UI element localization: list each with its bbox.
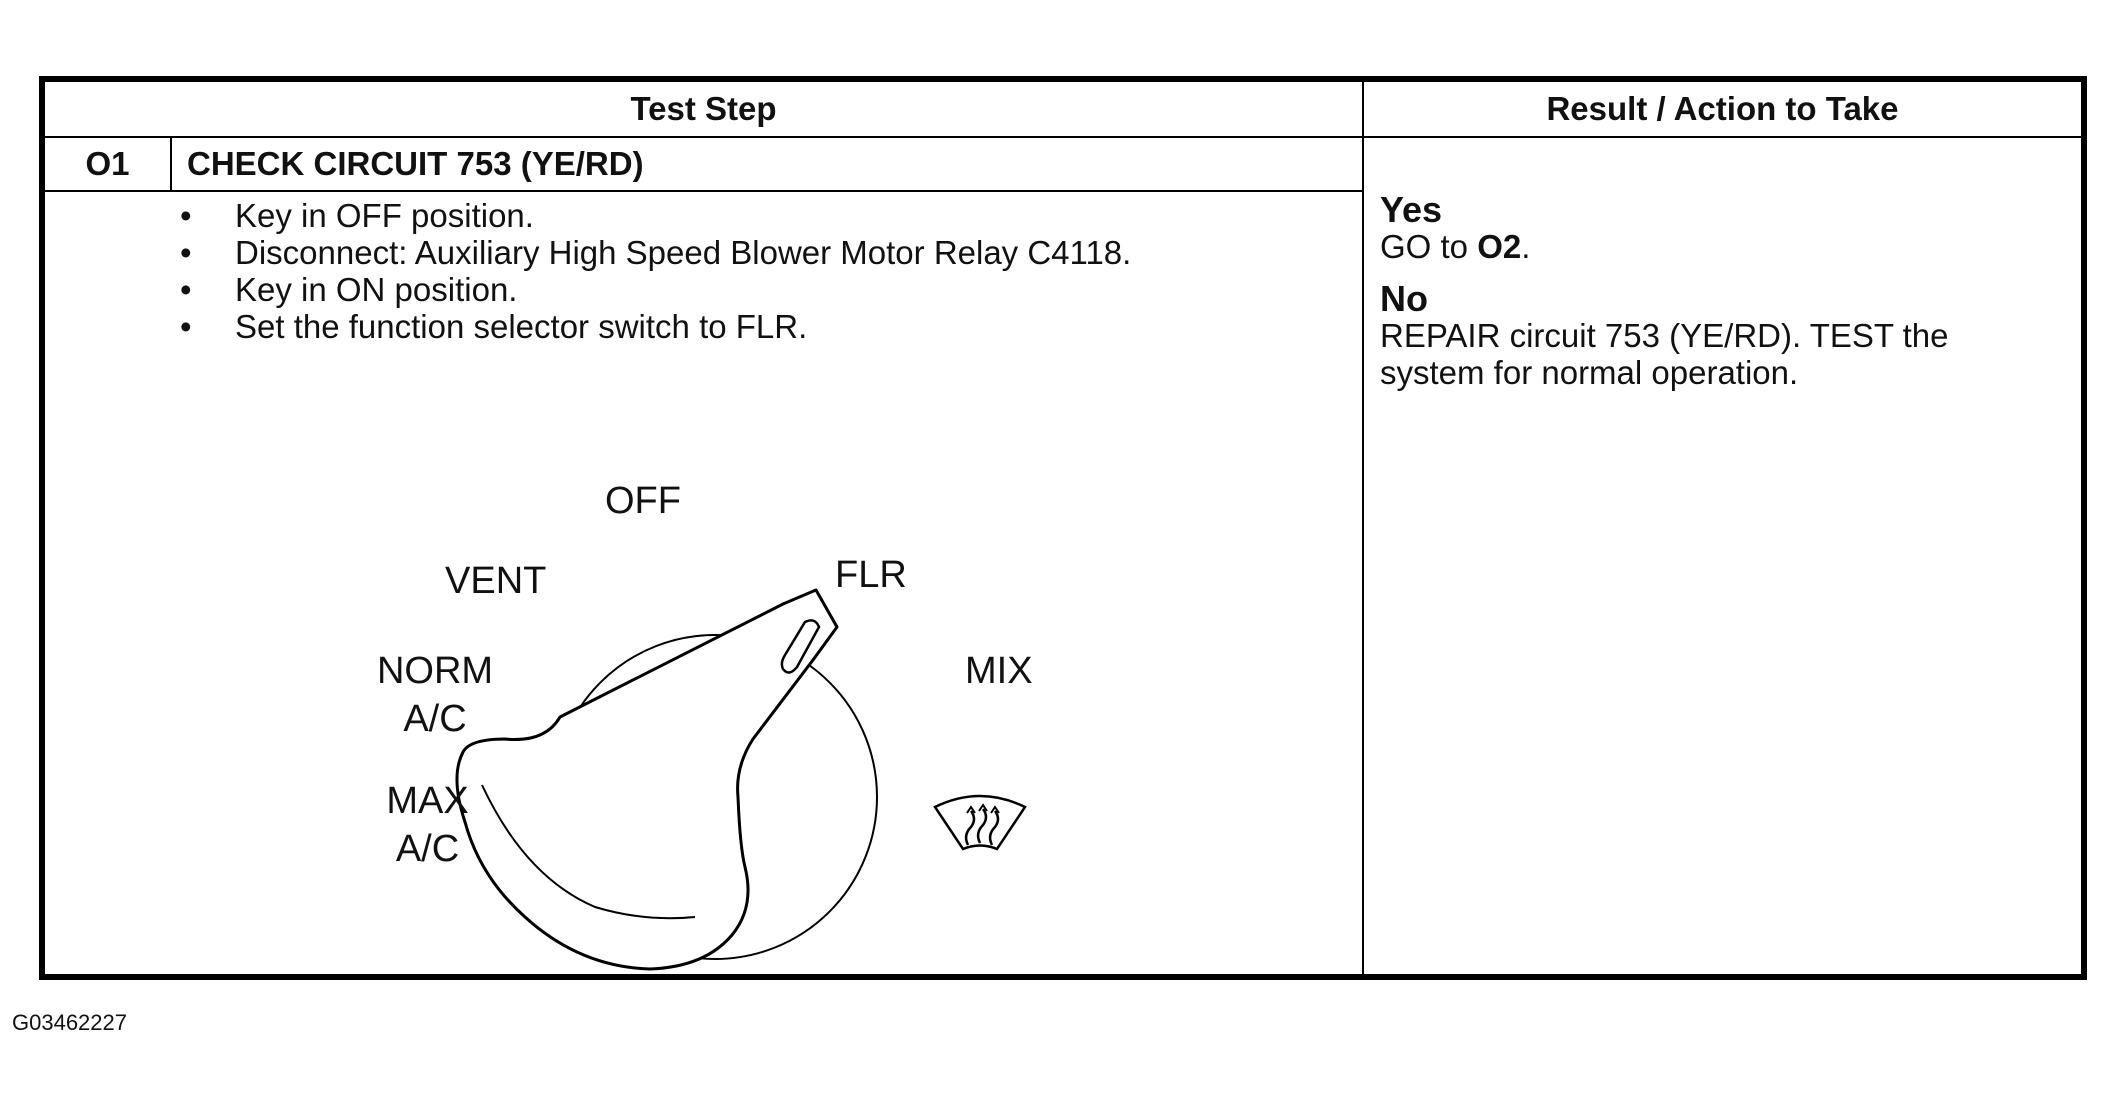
yes-action-target: O2 (1477, 228, 1522, 265)
label-norm: NORM (376, 650, 494, 692)
result-yes-action: GO to O2. (1380, 228, 2060, 265)
yes-action-suffix: . (1521, 228, 1531, 265)
label-max: MAX (386, 780, 469, 822)
knob-pointer-slot (780, 619, 821, 674)
instruction-item: Set the function selector switch to FLR. (180, 308, 1131, 345)
knob-highlight-curve (481, 784, 696, 920)
label-norm-ac: NORM A/C (365, 647, 505, 743)
instruction-item: Key in ON position. (180, 271, 1131, 308)
label-flr: FLR (835, 554, 907, 596)
result-no-label: No (1380, 278, 1428, 319)
result-no-action: REPAIR circuit 753 (YE/RD). TEST the sys… (1380, 317, 1949, 391)
header-divider-right (1364, 136, 2081, 138)
result-action: Yes GO to O2. No REPAIR circuit 753 (YE/… (1380, 192, 2060, 407)
step-title: CHECK CIRCUIT 753 (YE/RD) (187, 145, 644, 182)
column-divider (1362, 82, 1364, 974)
step-instructions: Key in OFF position. Disconnect: Auxilia… (180, 197, 1131, 345)
header-result-action: Result / Action to Take (1546, 90, 1899, 127)
label-max-ac: MAX A/C (365, 777, 490, 873)
header-divider-left (45, 136, 1362, 138)
test-step-table: Test Step Result / Action to Take O1 CHE… (39, 76, 2087, 980)
knob-shape (455, 588, 839, 971)
label-mix: MIX (965, 650, 1033, 692)
label-off: OFF (605, 480, 681, 522)
label-vent: VENT (445, 560, 547, 602)
instruction-item: Key in OFF position. (180, 197, 1131, 234)
header-test-step: Test Step (630, 90, 777, 127)
figure-id: G03462227 (12, 1010, 127, 1035)
step-number-divider (170, 138, 172, 190)
result-yes-label: Yes (1380, 189, 1443, 230)
step-title-divider (45, 190, 1362, 192)
label-max-ac-sub: A/C (395, 828, 460, 870)
selector-knob-drawing (455, 588, 1027, 971)
instruction-item: Disconnect: Auxiliary High Speed Blower … (180, 234, 1131, 271)
windshield-defrost-icon (933, 794, 1027, 851)
label-norm-ac-sub: A/C (403, 698, 467, 740)
step-number: O1 (85, 145, 130, 182)
yes-action-prefix: GO to (1380, 228, 1478, 265)
